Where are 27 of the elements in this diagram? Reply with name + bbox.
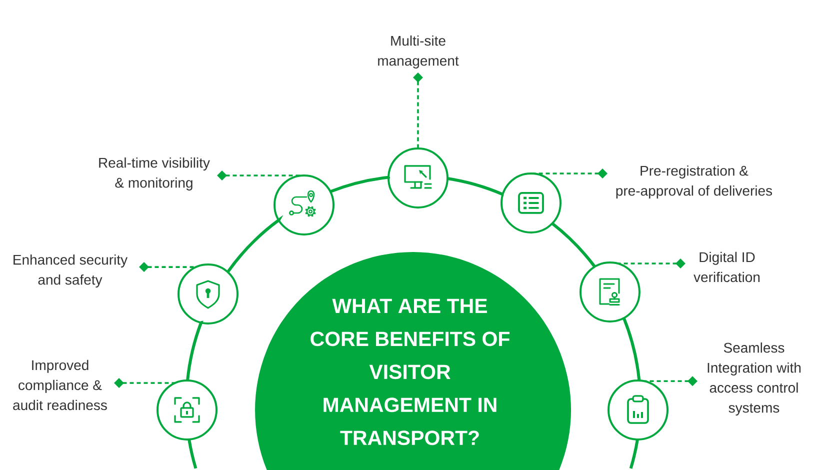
ring-arc: [330, 176, 390, 193]
icon-circle: [500, 172, 562, 234]
ring-arc: [551, 222, 596, 268]
benefit-label: Real-time visibility & monitoring: [99, 157, 210, 190]
leader-line: [413, 72, 423, 148]
leader-line: [217, 170, 304, 180]
ring-arc: [447, 177, 504, 196]
benefit-label: Pre-registration & pre-approval of deliveries: [616, 165, 772, 198]
benefit-label: Multi-site management: [378, 35, 459, 68]
icon-circle: [178, 263, 238, 324]
icon-circle: [580, 261, 640, 322]
benefit-label: Digital ID verification: [694, 252, 760, 282]
leader-line: [618, 258, 686, 268]
ring-arc: [622, 317, 641, 382]
ring-arc: [188, 439, 198, 469]
leader-line: [114, 378, 175, 388]
ring-arc: [186, 321, 203, 381]
benefit-label: Improved compliance & audit readiness: [13, 360, 107, 410]
icon-circle: [156, 379, 218, 440]
icon-circle: [608, 379, 668, 440]
leader-line: [531, 168, 608, 178]
leader-line: [139, 262, 196, 272]
ring-arc: [629, 439, 639, 469]
icon-circle: [388, 148, 448, 208]
benefit-label: Seamless Integration with access control systems: [708, 342, 801, 416]
icon-circle: [274, 174, 334, 236]
benefit-label: Enhanced security and safety: [14, 254, 128, 288]
